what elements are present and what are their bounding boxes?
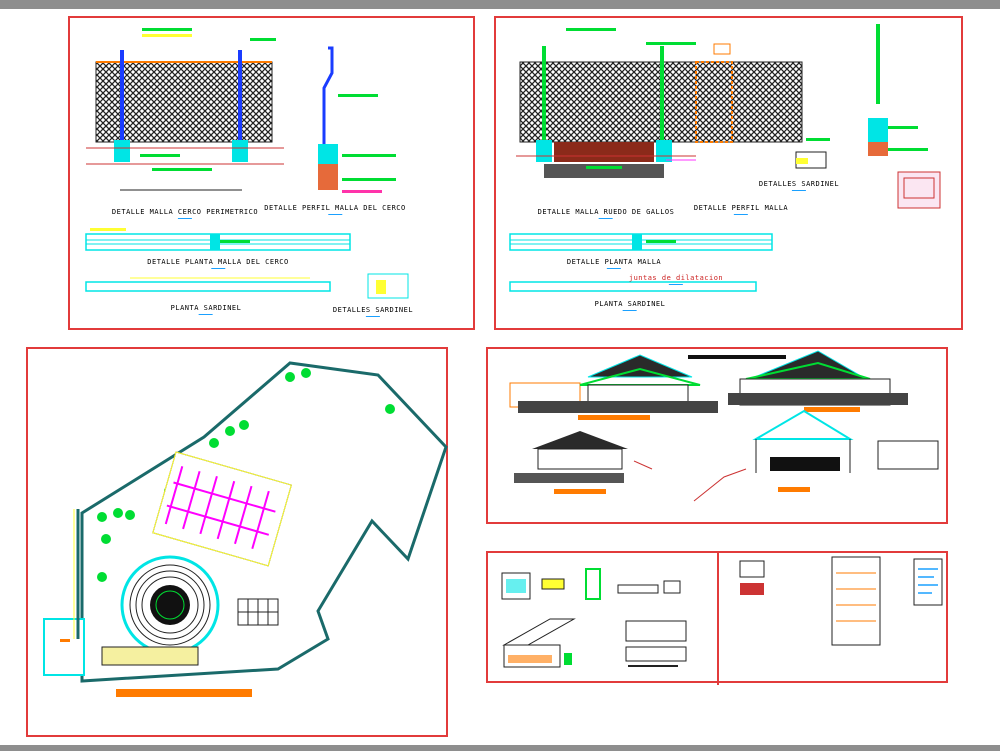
label-perfil-malla: DETALLE PERFIL MALLA DEL CERCO [264, 204, 406, 212]
label-planta-sardinel: PLANTA SARDINEL [170, 304, 242, 312]
sheet-fence-details: DETALLE MALLA CERCO PERIMETRICO DETALLE … [68, 16, 475, 330]
sheet-ruedo-drawing [509, 24, 941, 292]
sheet-elevations [486, 347, 948, 524]
label-perfil-malla-2: DETALLE PERFIL MALLA [693, 204, 789, 212]
sheet-fence-drawing [85, 28, 409, 299]
label-juntas: juntas de dilatacion [628, 274, 724, 282]
sheet-site-plan [26, 347, 448, 737]
label-detalles-sardinel-2: DETALLES SARDINEL [758, 180, 840, 188]
label-planta-malla: DETALLE PLANTA MALLA DEL CERCO [147, 258, 289, 266]
label-planta-sardinel-2: PLANTA SARDINEL [594, 300, 666, 308]
label-malla-perimetrico: DETALLE MALLA CERCO PERIMETRICO [111, 208, 259, 216]
label-detalles-sardinel: DETALLES SARDINEL [332, 306, 414, 314]
site-boundary [80, 361, 448, 683]
details-drawing [501, 553, 943, 685]
label-planta-malla-2: DETALLE PLANTA MALLA [566, 258, 662, 266]
bottom-scrollbar[interactable] [0, 745, 1000, 751]
site-plan-drawing [43, 361, 448, 697]
sheet-ruedo-details: DETALLE MALLA RUEDO DE GALLOS DETALLE PE… [494, 16, 963, 330]
elevations-drawing [509, 350, 939, 502]
mesh-panel [95, 61, 273, 143]
top-scrollbar[interactable] [0, 0, 1000, 9]
sheet-construction-details [486, 551, 948, 685]
label-malla-ruedo: DETALLE MALLA RUEDO DE GALLOS [537, 208, 675, 216]
site-plan-title-bar [116, 689, 252, 697]
